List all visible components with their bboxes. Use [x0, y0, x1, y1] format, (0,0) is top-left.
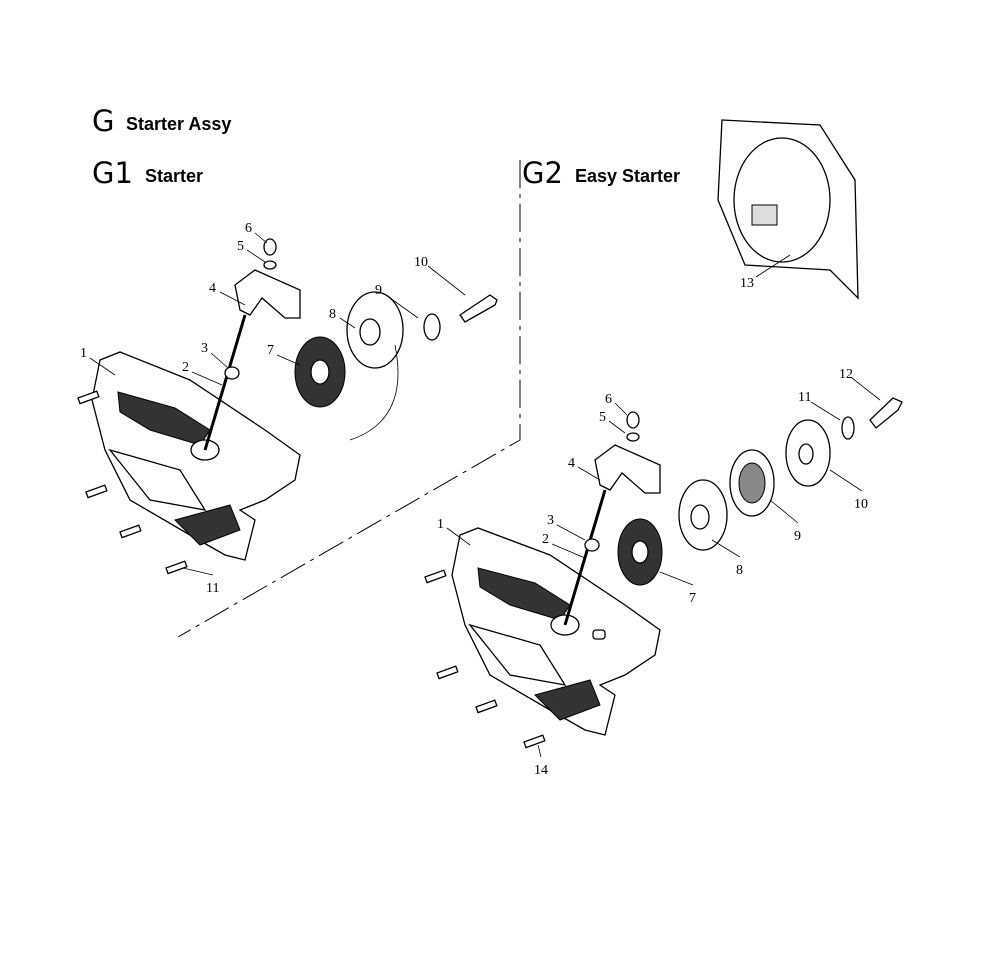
callout: 4	[209, 281, 216, 296]
g1-code: G1	[92, 156, 133, 190]
callout: 2	[182, 360, 189, 375]
g2-code: G2	[522, 156, 563, 190]
callout: 8	[736, 563, 743, 578]
g2-spring-pulley	[617, 397, 903, 586]
callout: 5	[237, 239, 244, 254]
callout: 9	[375, 283, 382, 298]
g1-title: Starter	[145, 166, 204, 186]
callout: 6	[605, 392, 612, 407]
callout: 12	[839, 367, 853, 382]
callout: 14	[534, 763, 548, 778]
title-code: G	[92, 104, 115, 138]
title-text: Starter Assy	[126, 114, 232, 134]
callout: 5	[599, 410, 606, 425]
callout: 8	[329, 307, 336, 322]
g2-fan-cover	[717, 119, 859, 300]
g2-title: Easy Starter	[575, 166, 681, 186]
g1-screws	[77, 390, 188, 575]
callout: 10	[854, 497, 868, 512]
g2-handle	[563, 411, 661, 626]
callout: 2	[542, 532, 549, 547]
callout: 10	[414, 255, 428, 270]
g2-screws	[424, 569, 546, 749]
callout: 13	[740, 276, 754, 291]
callout: 11	[798, 390, 811, 405]
callout: 3	[201, 341, 208, 356]
g1-housing	[91, 351, 301, 561]
g2-callouts: 1 2 3 4 5 6 7 8 9 10 11 12 13 14	[437, 276, 868, 778]
callout: 3	[547, 513, 554, 528]
callout: 4	[568, 456, 575, 471]
g1-callouts: 1 2 3 4 5 6 7 8 9 10 11	[80, 221, 428, 596]
section-divider	[177, 160, 521, 638]
g1-spring-pulley	[294, 291, 498, 441]
callout: 7	[689, 591, 696, 606]
callout: 9	[794, 529, 801, 544]
g2-housing	[451, 527, 661, 736]
g1-handle	[203, 238, 301, 451]
callout: 1	[437, 517, 444, 532]
callout: 6	[245, 221, 252, 236]
callout: 7	[267, 343, 274, 358]
callout: 1	[80, 346, 87, 361]
callout: 11	[206, 581, 219, 596]
leader-lines	[89, 232, 881, 758]
